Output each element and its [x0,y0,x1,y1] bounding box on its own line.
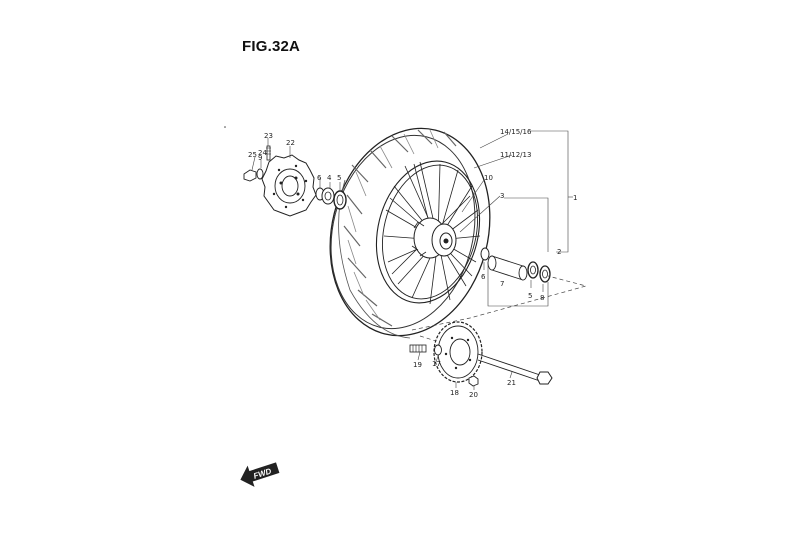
rear-axle [477,353,553,385]
callout-23: 23 [264,132,273,140]
callout-6: 6 [317,174,322,182]
callout-18: 18 [450,389,459,397]
disc-bolts [243,145,271,182]
sprocket-nut [468,375,479,387]
callout-6-right: 6 [481,273,486,281]
callout-7: 7 [500,280,504,288]
figure-title: FIG.32A [242,38,301,55]
callout-25: 25 [248,151,257,159]
callout-2: 2 [557,248,561,256]
callout-5-right: 5 [528,292,532,300]
callout-17: 17 [432,360,441,368]
right-side-spacer-collar-bearing [480,247,551,283]
callout-10: 10 [484,174,493,182]
callout-24: 24 [258,149,267,157]
callout-labels: 1 2 3 4 5 5 6 6 7 8 9 10 11/12/13 14/15/… [248,128,577,399]
stray-dot [224,126,226,128]
callout-4: 4 [327,174,332,182]
callout-9: 9 [258,154,262,162]
callout-19: 19 [413,361,422,369]
callout-3: 3 [500,192,504,200]
callout-8: 8 [540,294,544,302]
callout-20: 20 [469,391,478,399]
sprocket-bolts [409,344,427,353]
callout-1: 1 [573,194,577,202]
callout-21: 21 [507,379,516,387]
rear-sprocket [433,321,483,383]
fwd-label: FWD [252,466,272,480]
callout-11-12-13: 11/12/13 [500,151,531,159]
callout-22: 22 [286,139,295,147]
left-side-collar-bearing-seal [315,187,347,210]
brake-disc [261,154,317,217]
wheel-hub [411,217,457,259]
leader-lines [251,130,573,390]
callout-14-15-16: 14/15/16 [500,128,532,136]
fwd-arrow-icon: FWD [240,462,280,487]
callout-5: 5 [337,174,341,182]
